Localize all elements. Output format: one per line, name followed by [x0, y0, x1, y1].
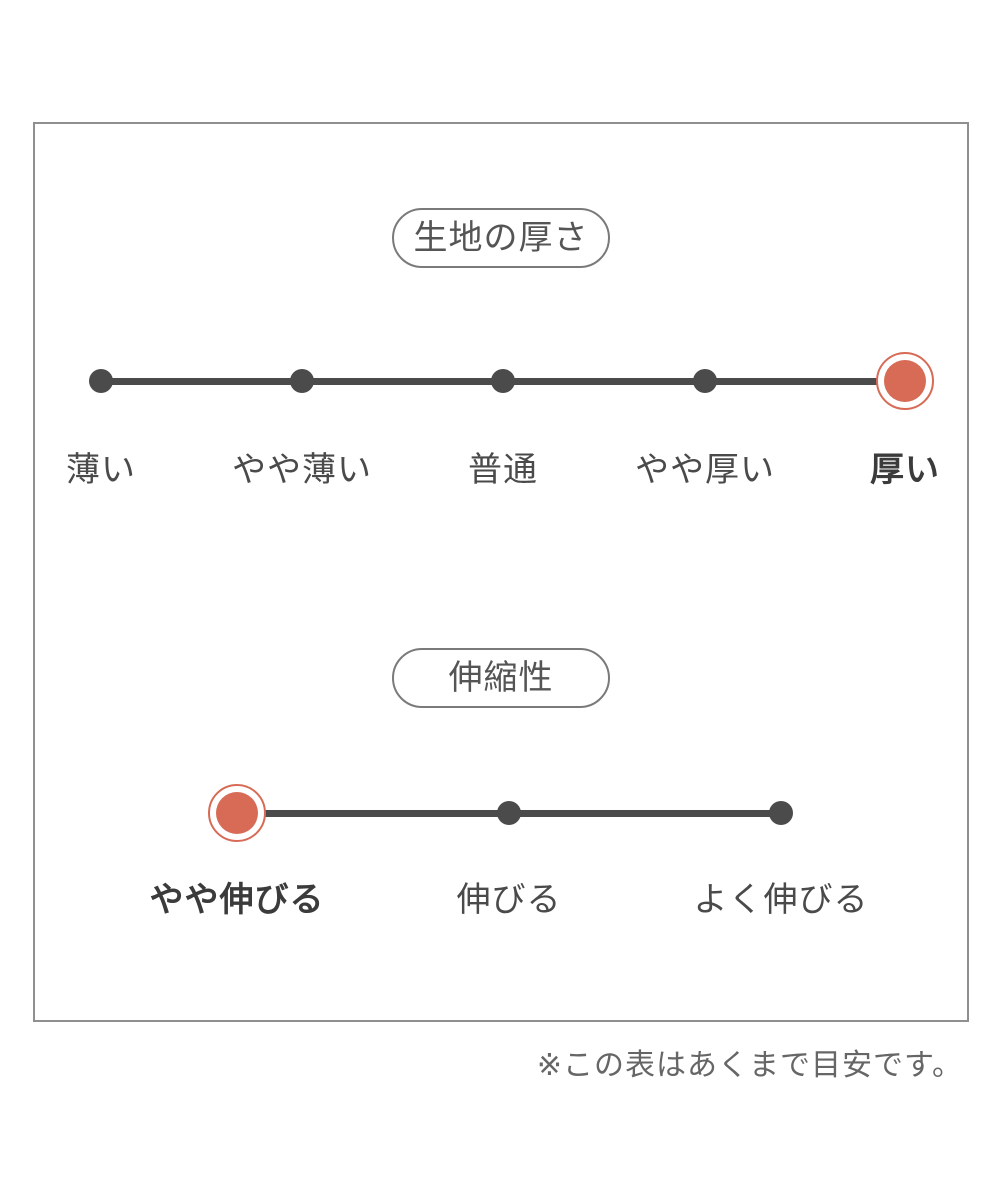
scale-label-normal: 普通: [468, 450, 538, 490]
scale-label-stretches: 伸びる: [456, 880, 562, 920]
scale-label-thick: 厚い: [870, 450, 940, 490]
selected-dot-stretches-somewhat: [208, 784, 266, 842]
scale-dot-normal: [491, 369, 515, 393]
scale-dot-somewhat-thick: [693, 369, 717, 393]
scale-dot-stretches-well: [769, 801, 793, 825]
scale-label-somewhat-thick: やや厚い: [635, 450, 775, 490]
scale-dot-somewhat-thin: [290, 369, 314, 393]
scale-label-somewhat-thin: やや薄い: [232, 450, 372, 490]
scale-dot-thin: [89, 369, 113, 393]
scale-label-stretches-well: よく伸びる: [693, 880, 869, 920]
spec-guide-frame: 生地の厚さ 薄い やや薄い 普通 やや厚い 厚い 伸縮性 やや伸びる 伸びる よ…: [33, 122, 969, 1022]
selected-dot-thick: [876, 352, 934, 410]
selected-dot-fill: [216, 792, 258, 834]
scale-label-stretches-somewhat: やや伸びる: [149, 880, 325, 920]
disclaimer-note: ※この表はあくまで目安です。: [536, 1048, 963, 1083]
selected-dot-fill: [884, 360, 926, 402]
scale-dot-stretches: [497, 801, 521, 825]
section-title-stretchiness: 伸縮性: [392, 648, 610, 708]
scale-label-thin: 薄い: [66, 450, 136, 490]
section-title-fabric-thickness: 生地の厚さ: [392, 208, 610, 268]
